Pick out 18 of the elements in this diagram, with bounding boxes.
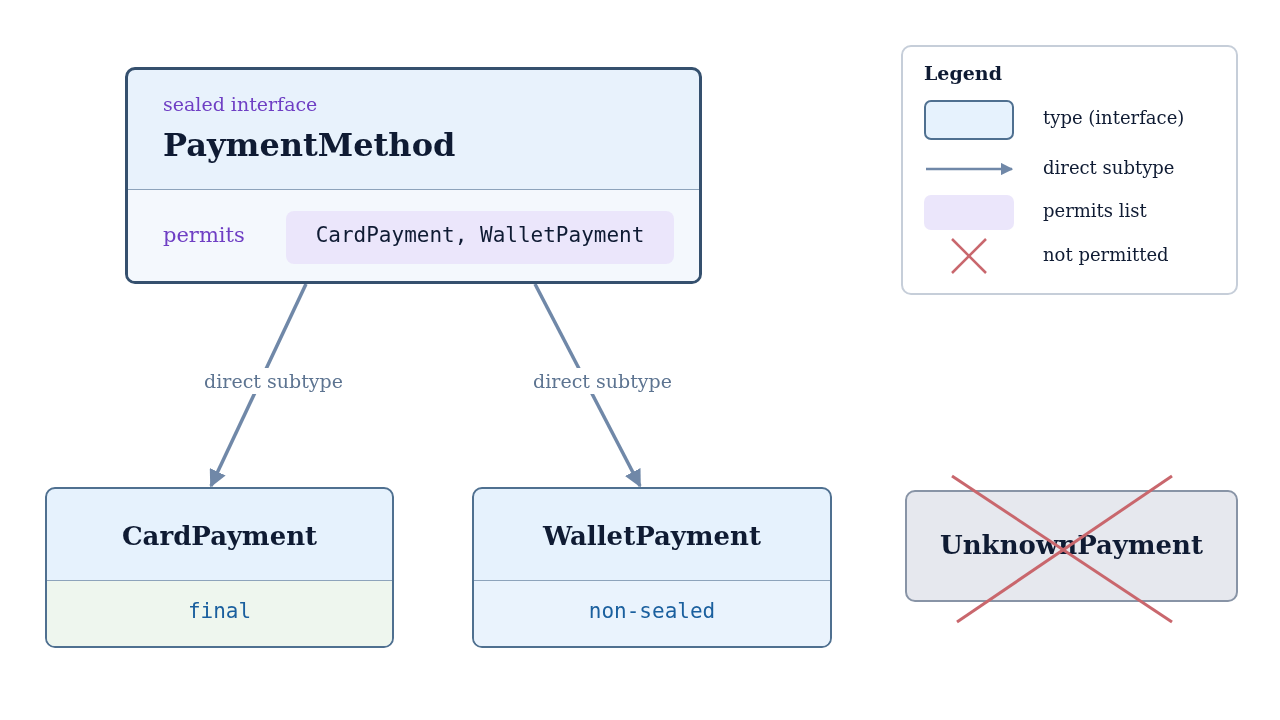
modifier-label: final	[186, 599, 253, 625]
legend-label: type (interface)	[1043, 107, 1185, 129]
keyword-label: permits	[163, 223, 245, 249]
modifier-label: non-sealed	[587, 599, 717, 625]
class-box	[45, 487, 394, 648]
legend-title: Legend	[924, 62, 1002, 85]
type-name: CardPayment	[120, 521, 319, 553]
keyword-label: sealed interface	[163, 93, 318, 116]
legend-label: direct subtype	[1043, 157, 1175, 179]
type-name: PaymentMethod	[163, 126, 456, 165]
arrow	[209, 283, 308, 488]
legend-label: not permitted	[1043, 244, 1169, 266]
class-box	[472, 487, 832, 648]
type-name: WalletPayment	[541, 521, 762, 553]
permits-list: CardPayment, WalletPayment	[286, 223, 674, 249]
legend-label: permits list	[1043, 200, 1147, 222]
arrow	[533, 283, 642, 488]
interface-box	[125, 67, 702, 284]
